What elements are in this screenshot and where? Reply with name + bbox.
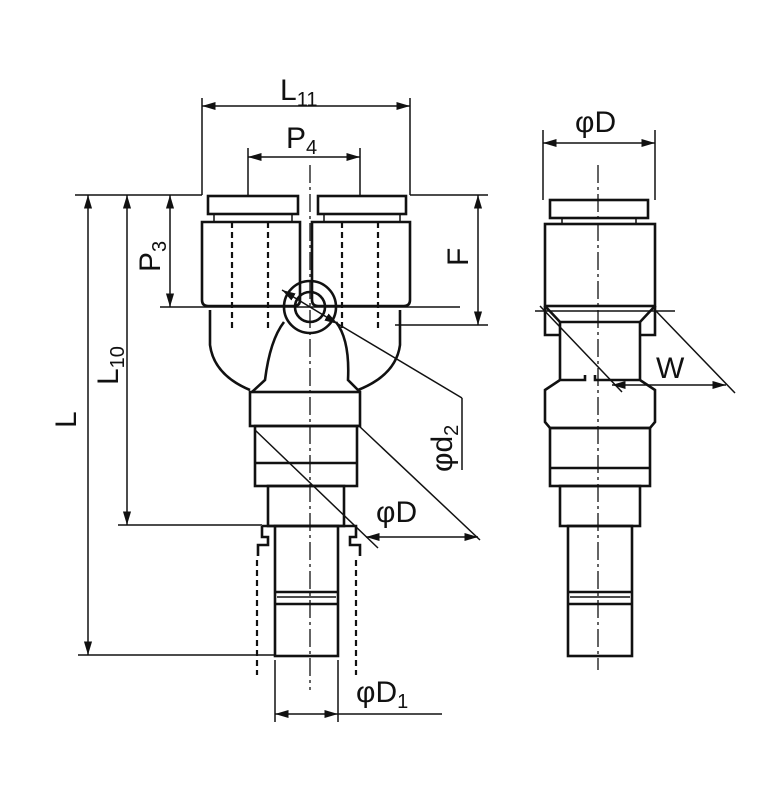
release-button-right <box>316 194 408 216</box>
release-button-side <box>548 198 650 220</box>
label-W: W <box>656 352 685 385</box>
port-body-left <box>200 220 302 308</box>
dimensions-side <box>539 130 736 394</box>
label-D-side: φD <box>575 106 616 139</box>
side-view <box>535 165 675 670</box>
label-P4: P4 <box>286 122 317 159</box>
collar <box>248 390 362 428</box>
label-L: L <box>50 411 83 428</box>
front-view <box>200 165 412 690</box>
label-L11: L11 <box>280 74 317 111</box>
label-L10: L10 <box>92 346 129 385</box>
release-button-left <box>206 194 300 216</box>
label-D1: φD1 <box>356 676 408 713</box>
label-D-front: φD <box>376 496 417 529</box>
label-P3: P3 <box>134 241 171 272</box>
label-d2: φd2 <box>426 425 463 472</box>
label-F: F <box>442 248 475 266</box>
flange <box>256 524 362 556</box>
y-body <box>208 310 402 392</box>
dimensions-front <box>75 98 488 722</box>
port-body-right <box>310 220 412 308</box>
collar-side <box>543 375 657 430</box>
